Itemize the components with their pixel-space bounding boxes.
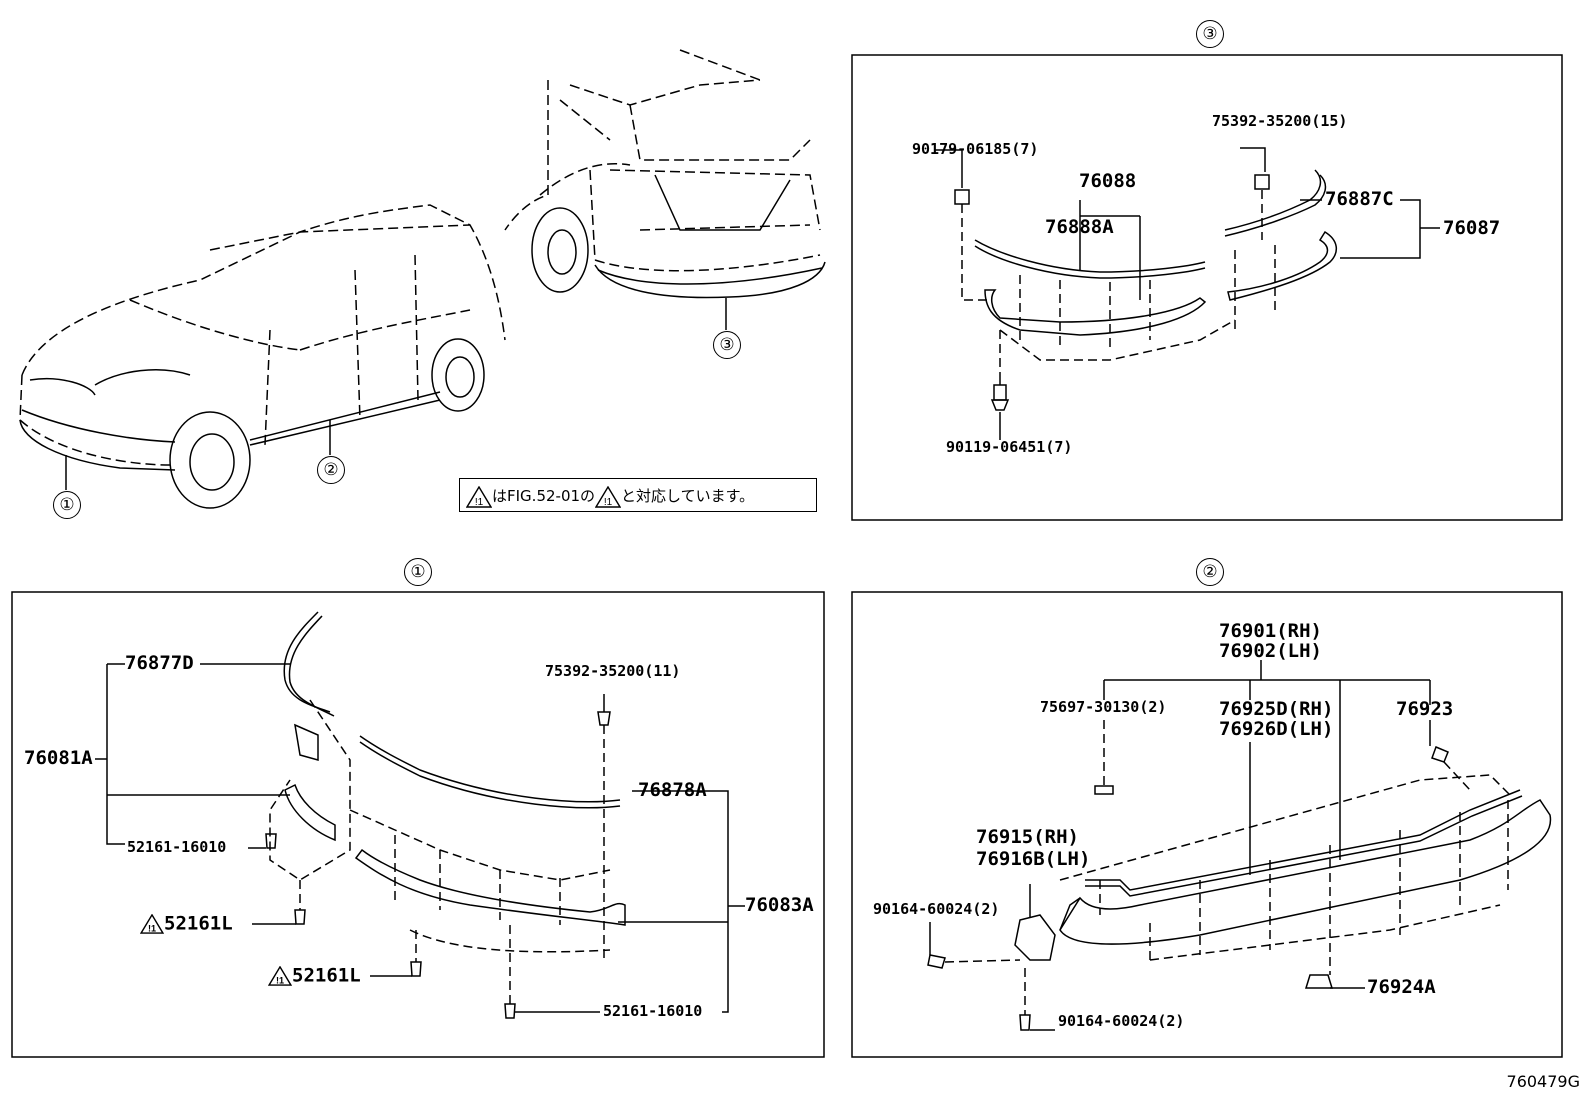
part-75392-35200-11: 75392-35200(11) [545,662,681,680]
part-76926D-lh: 76926D(LH) [1219,718,1334,740]
part-76081A: 76081A [24,747,93,769]
note-text-1: はFIG.52-01の [492,487,596,505]
part-75392-35200-15: 75392-35200(15) [1212,112,1348,130]
warning-triangle-icon: !1 [466,486,492,508]
part-52161-16010-b: 52161-16010 [603,1002,703,1020]
part-76887C: 76887C [1325,188,1394,210]
part-52161L-2: !1 52161L [268,966,361,986]
part-76915-rh: 76915(RH) [976,826,1079,848]
warning-triangle-icon: !1 [140,914,164,934]
panel-3-hidden-lines [962,190,1275,372]
panel-2-frame [852,592,1562,1057]
front-bumper-drawing [266,612,625,1018]
svg-text:!1: !1 [475,497,484,508]
part-76878A: 76878A [638,779,707,801]
svg-text:!1: !1 [148,923,156,933]
part-90164-60024-b: 90164-60024(2) [1058,1012,1185,1030]
panel-2-leaders [930,660,1430,1030]
part-52161L-2-text: 52161L [292,964,361,987]
part-76925D-rh: 76925D(RH) [1219,698,1334,720]
car-front-solid [20,339,484,508]
reference-note: !1 はFIG.52-01の !1 と対応しています。 [459,478,817,512]
part-76088: 76088 [1079,170,1137,192]
part-90164-60024-a: 90164-60024(2) [873,900,1000,918]
part-76901-rh: 76901(RH) [1219,620,1322,642]
svg-text:!1: !1 [604,497,613,508]
panel-2-hidden-lines [945,720,1510,1015]
section-marker-1: ① [404,558,432,586]
part-76083A: 76083A [745,894,814,916]
warning-triangle-icon: !1 [595,486,621,508]
part-75697-30130: 75697-30130(2) [1040,698,1167,716]
part-76087: 76087 [1443,217,1501,239]
car-rear-solid [532,175,825,298]
part-76888A: 76888A [1045,216,1114,238]
panel-1-leaders [95,664,745,1012]
note-text-2: と対応しています。 [621,487,755,505]
overview-callout-1: ① [53,491,81,519]
part-76902-lh: 76902(LH) [1219,640,1322,662]
part-90179-06185: 90179-06185(7) [912,140,1039,158]
overview-callout-3: ③ [713,331,741,359]
part-76924A: 76924A [1367,976,1436,998]
svg-text:!1: !1 [276,975,284,985]
section-marker-3: ③ [1196,20,1224,48]
part-76916B-lh: 76916B(LH) [976,848,1091,870]
part-90119-06451: 90119-06451(7) [946,438,1073,456]
panel-1-hidden-lines [270,700,610,1004]
overview-callout-2: ② [317,456,345,484]
section-marker-2: ② [1196,558,1224,586]
part-76877D: 76877D [125,652,194,674]
rear-bumper-molding-drawing [955,170,1336,410]
car-front-view [20,205,505,465]
part-52161L-1-text: 52161L [164,912,233,935]
car-rear-view [505,50,820,271]
part-52161-16010-a: 52161-16010 [127,838,227,856]
diagram-id: 760479G [1506,1072,1580,1091]
panel-1-frame [12,592,824,1057]
rocker-panel-drawing [928,747,1550,1030]
warning-triangle-icon: !1 [268,966,292,986]
part-76923: 76923 [1396,698,1454,720]
panel-3-frame [852,55,1562,520]
part-52161L-1: !1 52161L [140,914,233,934]
panel-3-leaders [935,148,1440,440]
